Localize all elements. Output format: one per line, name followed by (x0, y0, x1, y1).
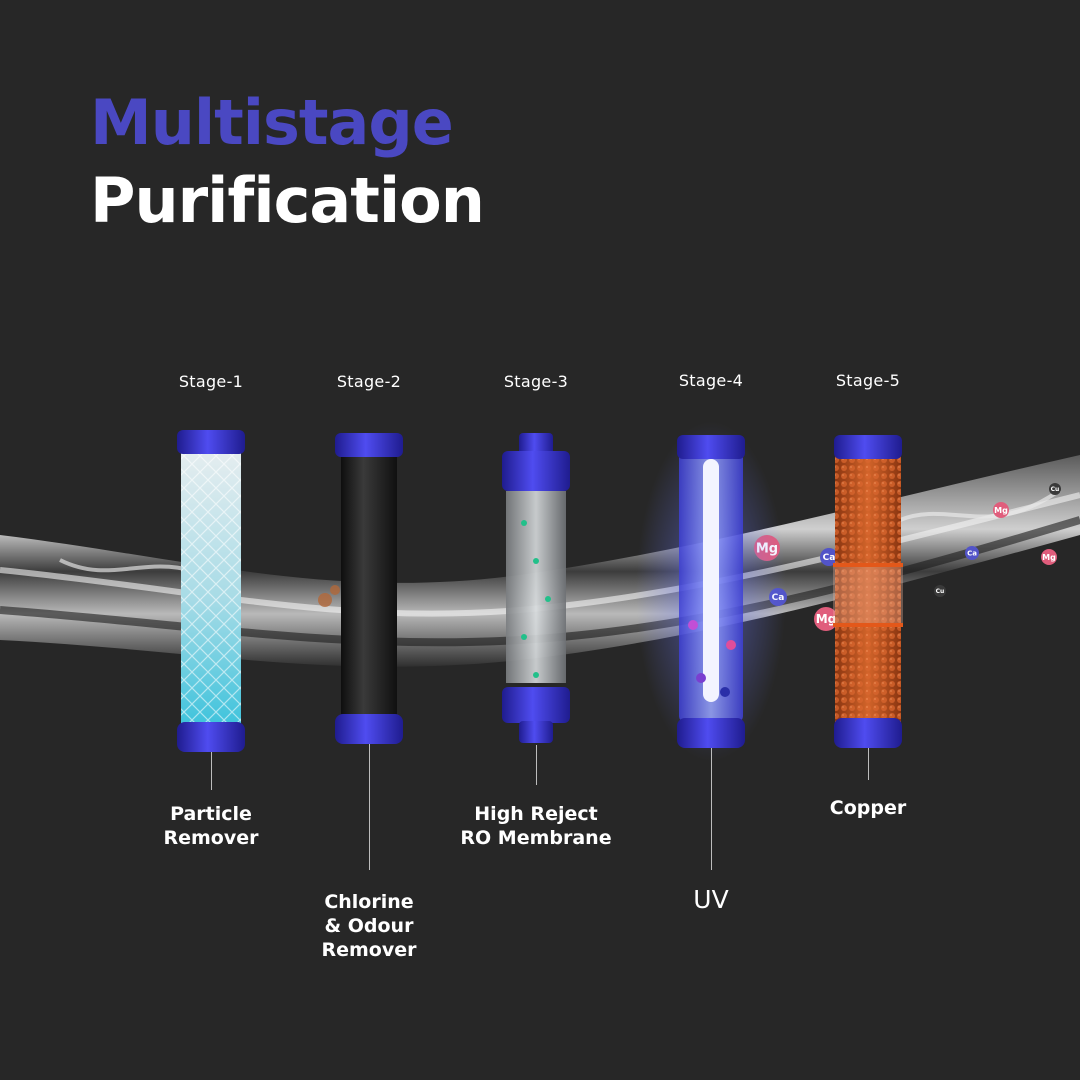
filter-cartridges (177, 421, 903, 762)
stage-name-1: Particle Remover (163, 803, 259, 849)
stage-connector-line (711, 748, 712, 870)
filter-uv (636, 421, 786, 762)
stage-connector-line (211, 752, 212, 790)
svg-text:Ca: Ca (823, 553, 836, 563)
svg-text:Mg: Mg (994, 506, 1008, 515)
stage-name-3: High Reject RO Membrane (460, 803, 612, 849)
stage-label-2: Stage-2 (336, 372, 402, 391)
filter-carbon (335, 433, 403, 744)
stage-name-2: Chlorine & Odour Remover (321, 891, 417, 961)
stage-connector-line (536, 745, 537, 785)
title-line-1: Multistage (90, 86, 454, 159)
title-line-2: Purification (90, 164, 485, 237)
mineral-bubble: Cu (1049, 483, 1061, 495)
mineral-bubble: Cu (934, 585, 946, 597)
stage-label-5: Stage-5 (835, 371, 901, 390)
svg-text:Mg: Mg (816, 612, 837, 626)
page-title: Multistage Purification (90, 86, 485, 237)
stage-label-3: Stage-3 (503, 372, 569, 391)
svg-text:Mg: Mg (1042, 553, 1056, 562)
svg-text:Cu: Cu (1051, 486, 1060, 493)
stage-connector-line (369, 744, 370, 870)
stage-label-4: Stage-4 (678, 371, 744, 390)
filter-particle (177, 430, 245, 752)
stage-label-1: Stage-1 (178, 372, 244, 391)
stage-name-5: Copper (829, 797, 907, 819)
svg-text:Ca: Ca (967, 549, 977, 557)
mineral-bubble: Mg (993, 502, 1009, 518)
filter-copper (833, 435, 903, 748)
mineral-bubble: Ca (965, 546, 979, 560)
stage-name-4: UV (693, 885, 729, 914)
mineral-bubble: Ca (820, 548, 838, 566)
stage-connector-line (868, 748, 869, 780)
mineral-bubble: Mg (1041, 549, 1057, 565)
svg-text:Cu: Cu (936, 588, 945, 595)
filter-ro (502, 433, 570, 743)
mineral-bubble: Mg (814, 607, 838, 631)
